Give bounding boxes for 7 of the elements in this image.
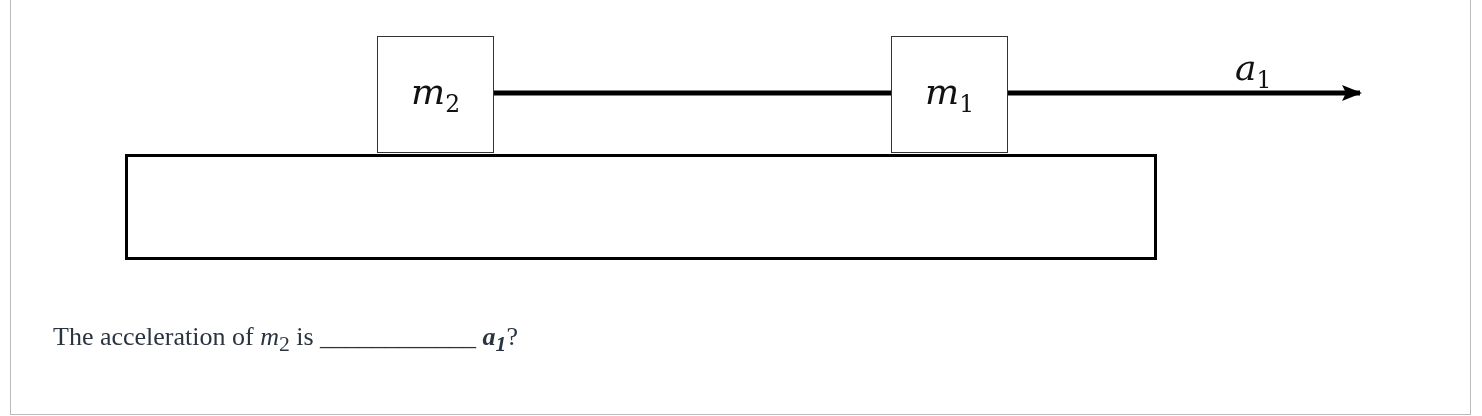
question-text: The acceleration of m$_{2}$ is ____________ a$_{1}$?: [53, 322, 518, 358]
slab-box: [125, 154, 1157, 260]
mass-block: [377, 36, 494, 153]
acceleration-label: a$_{1}$: [1235, 50, 1272, 93]
mass-block: [891, 36, 1008, 153]
mass-label: m$_{1}$: [925, 70, 974, 119]
mass-label: m$_{2}$: [411, 70, 460, 119]
